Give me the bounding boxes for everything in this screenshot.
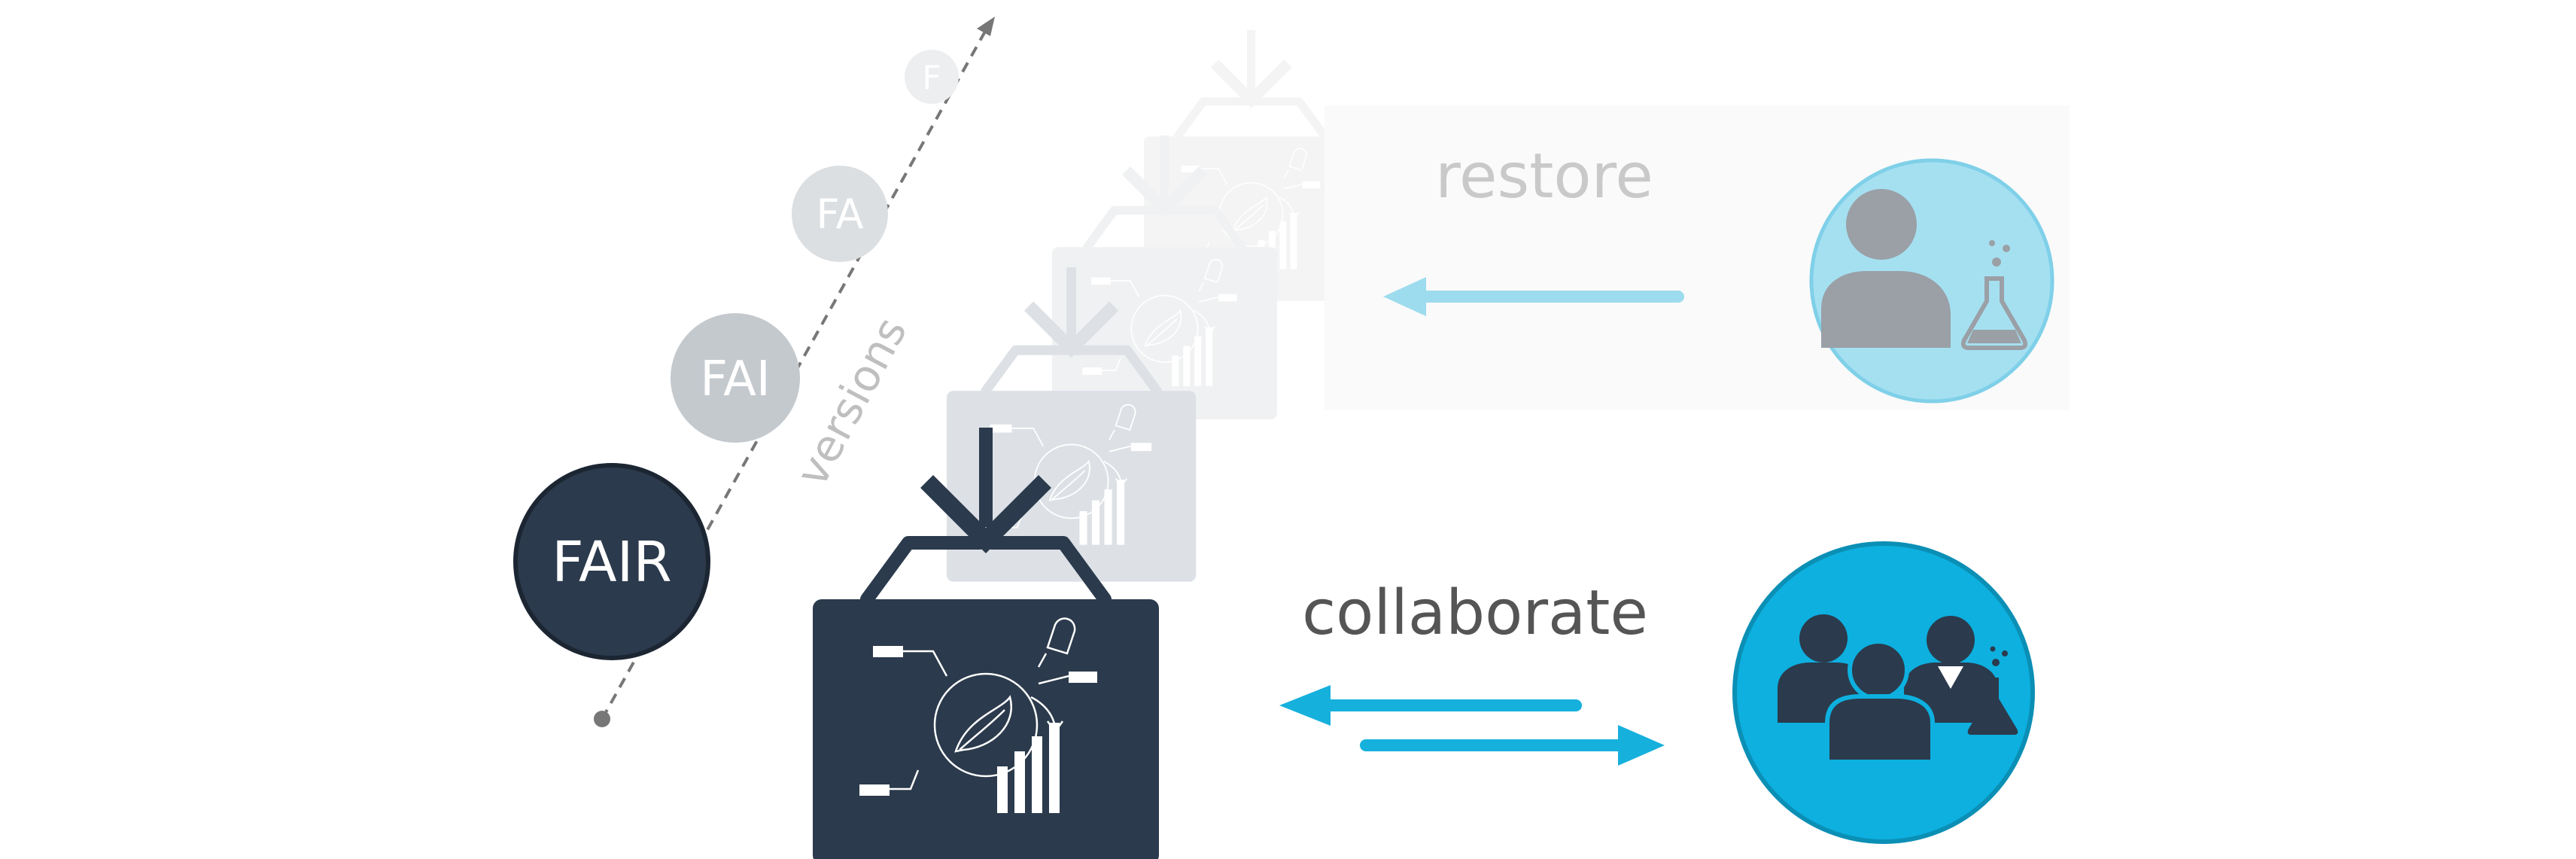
- collaborate-arrow-left: [1279, 685, 1582, 726]
- versions-label: versions: [786, 309, 917, 494]
- research-team-actor: [1732, 541, 2035, 844]
- version-label-f: F: [922, 59, 941, 97]
- single-researcher-actor: [1809, 158, 2054, 404]
- version-label-fair: FAIR: [552, 530, 672, 595]
- versions-axis-origin: [594, 711, 610, 727]
- version-circle-fa: FA: [792, 166, 888, 262]
- researcher-icon: [1821, 189, 2028, 350]
- version-label-fai: FAI: [700, 352, 771, 407]
- team-icon: [1778, 614, 2018, 764]
- restore-arrow: [1383, 277, 1684, 316]
- collaborate-arrow-right: [1360, 725, 1665, 766]
- version-circle-fair: FAIR: [513, 463, 710, 660]
- restore-label: restore: [1435, 141, 1653, 212]
- version-circle-fai: FAI: [671, 313, 800, 443]
- collaborate-label: collaborate: [1302, 577, 1648, 649]
- version-circle-f: F: [905, 50, 959, 104]
- version-label-fa: FA: [816, 190, 863, 238]
- versions-axis-arrowhead: [977, 17, 995, 36]
